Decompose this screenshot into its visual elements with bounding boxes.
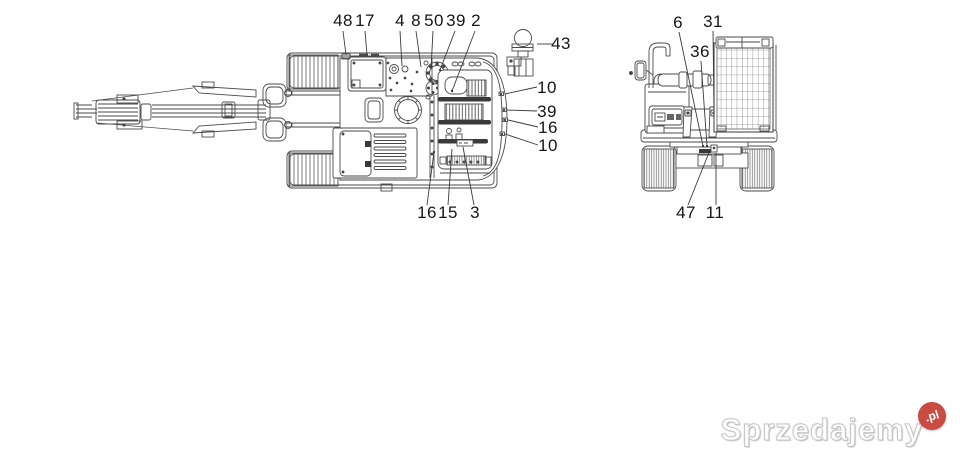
top-view-upper-structure <box>332 53 508 192</box>
callout-label-31: 31 <box>703 12 723 31</box>
pump-deck <box>385 58 433 97</box>
watermark-text: Sprzedajemy <box>720 412 923 448</box>
engine-compartment <box>437 69 493 174</box>
top-view-boom-and-bucket <box>73 81 386 142</box>
handrail <box>648 42 671 88</box>
callout-label-8: 8 <box>411 11 421 30</box>
callout-label-47: 47 <box>676 203 696 222</box>
callout-label-36: 36 <box>690 42 710 61</box>
counterweight-bolts <box>498 91 508 136</box>
hood-slat-panel <box>332 127 418 179</box>
callout-label-17: 17 <box>355 11 375 30</box>
rear-track-left <box>641 145 677 192</box>
callout-label-39: 39 <box>537 102 557 121</box>
swing-bearing <box>364 96 422 124</box>
callout-label-43: 43 <box>551 34 571 53</box>
radiator-mesh <box>713 36 777 133</box>
watermark: Sprzedajemy .pl <box>720 398 950 448</box>
callout-label-16: 16 <box>538 118 558 137</box>
callout-label-10: 10 <box>538 136 558 155</box>
leader-lines-right-view <box>678 30 717 206</box>
callout-label-39: 39 <box>446 11 466 30</box>
accumulator-part-43 <box>506 29 534 77</box>
mirror <box>629 60 654 81</box>
callout-label-4: 4 <box>395 11 405 30</box>
cab <box>347 56 387 92</box>
leader-lines-left-view <box>342 30 553 206</box>
muffler-pipe <box>653 70 716 89</box>
callout-label-48: 48 <box>333 11 353 30</box>
callout-label-16: 16 <box>417 203 437 222</box>
callout-label-2: 2 <box>471 11 481 30</box>
callout-label-3: 3 <box>470 203 480 222</box>
callout-label-11: 11 <box>705 203 725 222</box>
callout-label-6: 6 <box>673 13 683 32</box>
swing-shim-parts <box>699 144 718 153</box>
callout-label-50: 50 <box>424 11 444 30</box>
carbody-axle <box>675 152 749 169</box>
rear-view <box>629 36 778 192</box>
callout-label-10: 10 <box>537 78 557 97</box>
callout-label-15: 15 <box>438 203 458 222</box>
